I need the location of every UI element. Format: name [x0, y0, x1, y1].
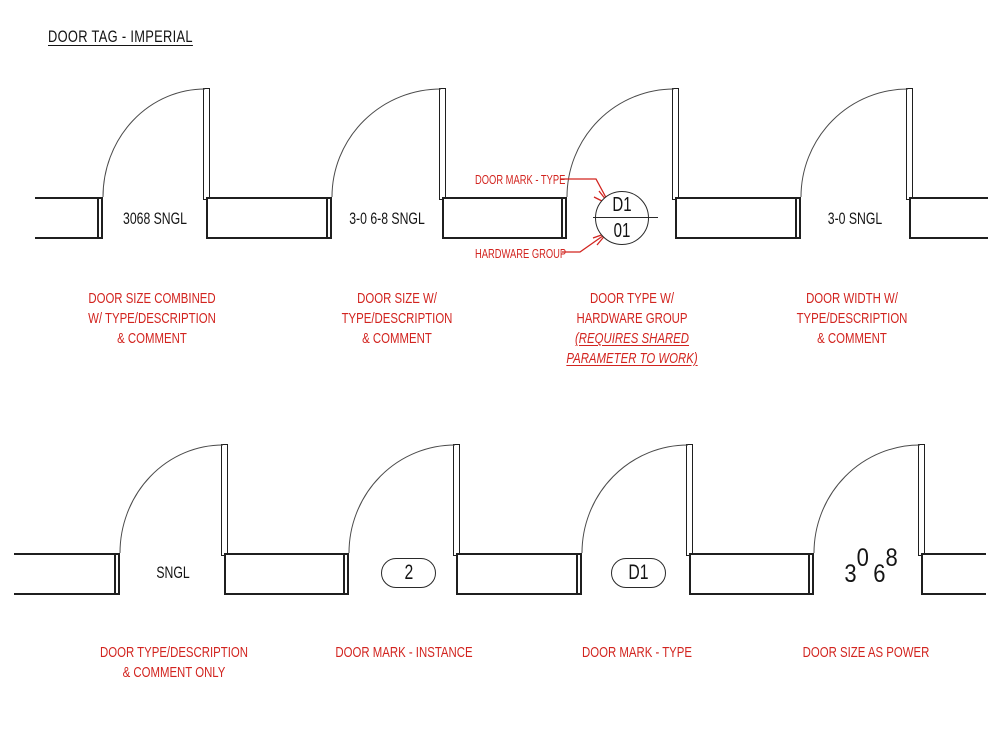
door-tag-label: SNGL — [156, 563, 190, 582]
oval-tag-value: 2 — [404, 561, 413, 584]
caption-line: TYPE/DESCRIPTION — [341, 310, 453, 327]
door-jamb — [808, 555, 810, 593]
callout-door-mark-type: DOOR MARK - TYPE — [475, 172, 566, 187]
door-leaf — [686, 444, 693, 556]
caption-line: DOOR MARK - TYPE — [581, 644, 693, 661]
caption-door-3: DOOR TYPE W/ HARDWARE GROUP (REQUIRES SH… — [518, 289, 746, 369]
power-inches-height: 8 — [885, 544, 898, 572]
door-jamb — [97, 199, 99, 237]
leader-line-hardware-group — [562, 232, 608, 253]
door-leaf — [453, 444, 460, 556]
door-jamb — [576, 555, 578, 593]
door-swing-arc — [800, 88, 909, 198]
door-jamb — [114, 555, 116, 593]
door-tag-label: 3-0 6-8 SNGL — [349, 209, 425, 228]
door-jamb — [561, 199, 563, 237]
door-mark-oval-tag: D1 — [611, 558, 666, 588]
door-swing-arc — [566, 88, 675, 198]
power-inches-width: 0 — [856, 544, 869, 572]
sheet-title: DOOR TAG - IMPERIAL — [48, 28, 193, 46]
caption-line: HARDWARE GROUP — [576, 310, 688, 327]
door-jamb — [343, 555, 345, 593]
caption-line: & COMMENT ONLY — [122, 664, 226, 681]
door-leaf — [906, 88, 913, 200]
caption-line: DOOR MARK - INSTANCE — [335, 644, 473, 661]
caption-door-7: DOOR MARK - TYPE — [523, 643, 751, 663]
door-leaf — [439, 88, 446, 200]
wall-segment — [689, 553, 814, 595]
caption-door-2: DOOR SIZE W/ TYPE/DESCRIPTION & COMMENT — [283, 289, 511, 349]
door-tag-label: 3068 SNGL — [123, 209, 187, 228]
wall-segment — [921, 553, 986, 595]
door-swing-arc — [102, 88, 206, 198]
caption-door-1: DOOR SIZE COMBINED W/ TYPE/DESCRIPTION &… — [38, 289, 266, 349]
door-jamb — [326, 199, 328, 237]
door-leaf — [918, 444, 925, 556]
circle-tag-divider — [593, 217, 658, 219]
circle-tag-hardware-value: 01 — [613, 220, 631, 242]
wall-segment — [14, 553, 120, 595]
wall-segment — [206, 197, 332, 239]
door-swing-arc — [813, 444, 921, 554]
door-swing-arc — [581, 444, 689, 554]
door-leaf — [203, 88, 210, 200]
door-tag-label: 3-0 SNGL — [827, 209, 883, 228]
caption-line: W/ TYPE/DESCRIPTION — [88, 310, 216, 327]
wall-segment — [442, 197, 567, 239]
wall-segment — [224, 553, 349, 595]
caption-door-8: DOOR SIZE AS POWER — [752, 643, 980, 663]
door-jamb — [795, 199, 797, 237]
caption-line: & COMMENT — [362, 330, 432, 347]
circle-tag-type-value: D1 — [612, 194, 632, 216]
door-mark-oval-tag: 2 — [381, 558, 436, 588]
door-swing-arc — [348, 444, 456, 554]
caption-line: DOOR SIZE W/ — [357, 290, 437, 307]
caption-line: & COMMENT — [817, 330, 887, 347]
callout-hardware-group: HARDWARE GROUP — [475, 246, 567, 261]
power-feet-width: 3 — [844, 560, 857, 588]
caption-line: DOOR WIDTH W/ — [806, 290, 898, 307]
oval-tag-value: D1 — [628, 561, 649, 584]
caption-door-4: DOOR WIDTH W/ TYPE/DESCRIPTION & COMMENT — [738, 289, 966, 349]
caption-line: DOOR SIZE AS POWER — [802, 644, 930, 661]
caption-line: DOOR TYPE W/ — [589, 290, 675, 307]
caption-line: TYPE/DESCRIPTION — [796, 310, 908, 327]
door-leaf — [672, 88, 679, 200]
power-feet-height: 6 — [873, 560, 886, 588]
wall-segment — [35, 197, 103, 239]
caption-door-5: DOOR TYPE/DESCRIPTION & COMMENT ONLY — [60, 643, 288, 683]
caption-line: DOOR SIZE COMBINED — [88, 290, 216, 307]
door-leaf — [221, 444, 228, 556]
wall-segment — [456, 553, 582, 595]
caption-line-emphasis: PARAMETER TO WORK) — [566, 350, 698, 367]
wall-segment — [909, 197, 988, 239]
caption-door-6: DOOR MARK - INSTANCE — [290, 643, 518, 663]
door-swing-arc — [331, 88, 442, 198]
caption-line: & COMMENT — [117, 330, 187, 347]
wall-segment — [675, 197, 801, 239]
caption-line-emphasis: (REQUIRES SHARED — [574, 330, 690, 347]
door-swing-arc — [119, 444, 224, 554]
caption-line: DOOR TYPE/DESCRIPTION — [99, 644, 249, 661]
